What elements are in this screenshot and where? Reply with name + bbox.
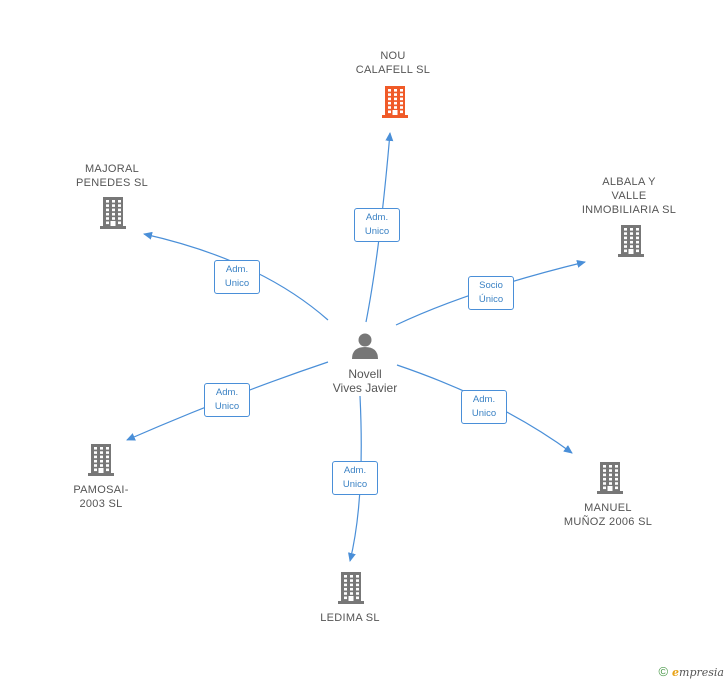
edge-role-majoral-penedes[interactable]: Adm. Unico xyxy=(214,260,260,294)
person-name-line-1: Novell xyxy=(348,367,382,381)
edge-role-line: Adm. xyxy=(343,465,367,476)
copyright-icon: © xyxy=(658,664,669,679)
person-icon[interactable] xyxy=(352,333,378,360)
company-name-line: INMOBILIARIA SL xyxy=(581,204,677,216)
edge-role-line: Unico xyxy=(214,401,240,412)
edge-role-albala-valle[interactable]: Socio Único xyxy=(468,276,514,310)
footer-brand[interactable]: ©empresia xyxy=(658,664,724,679)
edge-role-line: Adm. xyxy=(215,387,239,398)
brand-initial: e xyxy=(672,666,680,679)
company-name-line: MUÑOZ 2006 SL xyxy=(563,516,653,528)
brand-rest: mpresia xyxy=(679,666,724,679)
edge-role-line: Adm. xyxy=(472,394,496,405)
building-icon-ledima[interactable] xyxy=(338,572,364,604)
building-icon-pamosai[interactable] xyxy=(88,444,114,476)
building-icon-majoral-penedes[interactable] xyxy=(100,197,126,229)
company-name-line: PAMOSAI- xyxy=(73,484,129,496)
company-name-line: NOU xyxy=(380,50,406,62)
company-name-line: ALBALA Y xyxy=(602,176,656,188)
building-icon-manuel-munoz[interactable] xyxy=(597,462,623,494)
person-name-line-2: Vives Javier xyxy=(332,381,398,395)
edge-role-nou-calafell[interactable]: Adm. Unico xyxy=(354,208,400,242)
building-icon-albala-valle[interactable] xyxy=(618,225,644,257)
company-label-majoral-penedes[interactable]: MAJORAL PENEDES SL xyxy=(37,162,187,190)
company-name-line: VALLE xyxy=(611,190,647,202)
edge-role-line: Unico xyxy=(364,226,390,237)
building-icon-nou-calafell[interactable] xyxy=(382,86,408,118)
edge-role-line: Unico xyxy=(224,278,250,289)
company-label-pamosai[interactable]: PAMOSAI- 2003 SL xyxy=(26,483,176,511)
edge-role-line: Adm. xyxy=(365,212,389,223)
company-name-line: LEDIMA SL xyxy=(320,612,380,624)
center-person-label[interactable]: Novell Vives Javier xyxy=(290,367,440,395)
company-label-manuel-munoz[interactable]: MANUEL MUÑOZ 2006 SL xyxy=(533,501,683,529)
edge-role-line: Único xyxy=(478,294,504,305)
company-name-line: MANUEL xyxy=(584,502,632,514)
edge-role-ledima[interactable]: Adm. Unico xyxy=(332,461,378,495)
edge-role-line: Unico xyxy=(342,479,368,490)
edge-role-manuel-munoz[interactable]: Adm. Unico xyxy=(461,390,507,424)
edge-role-line: Unico xyxy=(471,408,497,419)
brand-logo: empresia xyxy=(672,666,724,679)
company-name-line: CALAFELL SL xyxy=(355,64,431,76)
company-label-ledima[interactable]: LEDIMA SL xyxy=(275,611,425,625)
company-label-albala-valle[interactable]: ALBALA Y VALLE INMOBILIARIA SL xyxy=(554,175,704,217)
company-label-nou-calafell[interactable]: NOU CALAFELL SL xyxy=(318,49,468,77)
company-name-line: MAJORAL xyxy=(84,163,140,175)
edge-role-line: Socio xyxy=(479,280,503,291)
edge-role-pamosai[interactable]: Adm. Unico xyxy=(204,383,250,417)
edge-role-line: Adm. xyxy=(225,264,249,275)
company-name-line: 2003 SL xyxy=(79,498,123,510)
company-name-line: PENEDES SL xyxy=(75,177,149,189)
